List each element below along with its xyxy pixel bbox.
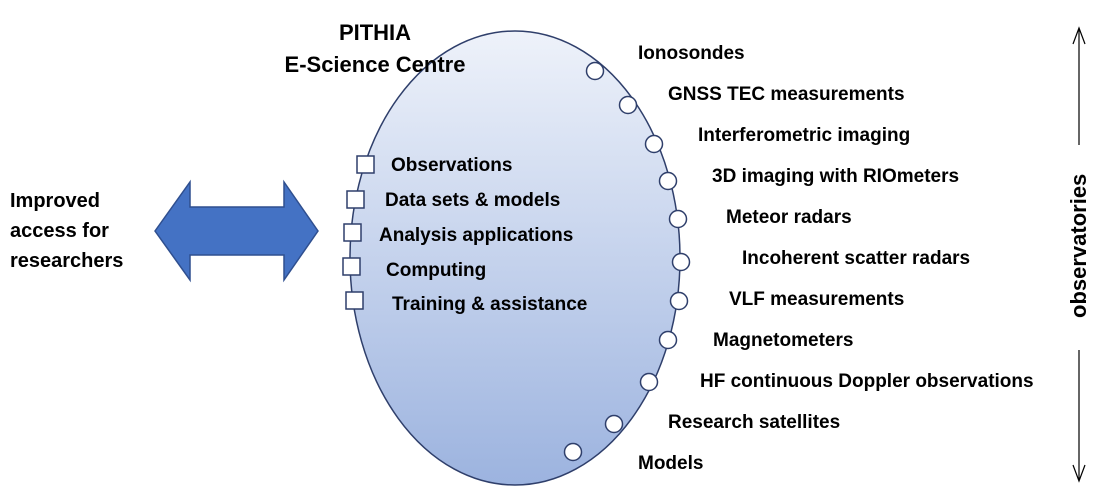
observatory-marker-hf-doppler xyxy=(639,372,659,392)
service-square-computing xyxy=(342,257,361,276)
observatory-label-interferometric: Interferometric imaging xyxy=(698,125,911,146)
title-line-1: PITHIA xyxy=(338,20,412,45)
observatory-marker-gnss xyxy=(618,95,638,115)
observatory-marker-riometers xyxy=(658,171,678,191)
service-square-data-sets xyxy=(346,190,365,209)
observatory-marker-vlf xyxy=(669,291,689,311)
researchers-access-text: Improved access for researchers xyxy=(10,190,124,272)
service-label-computing: Computing xyxy=(386,260,487,281)
service-square-training xyxy=(345,291,364,310)
observatory-marker-meteor xyxy=(668,209,688,229)
service-label-observations: Observations xyxy=(391,155,513,176)
observatory-label-satellites: Research satellites xyxy=(668,412,841,433)
observatory-label-vlf: VLF measurements xyxy=(729,289,905,310)
observatories-axis-label: observatories xyxy=(1066,173,1091,318)
observatory-label-incoherent: Incoherent scatter radars xyxy=(742,248,971,269)
service-square-analysis xyxy=(343,223,362,242)
observatory-label-meteor: Meteor radars xyxy=(726,207,852,228)
observatory-label-models: Models xyxy=(638,453,704,474)
observatory-label-ionosondes: Ionosondes xyxy=(638,43,745,64)
service-label-data-sets: Data sets & models xyxy=(385,190,561,211)
service-label-training: Training & assistance xyxy=(392,294,588,315)
title-line-2: E-Science Centre xyxy=(284,52,466,77)
service-square-observations xyxy=(356,155,375,174)
observatory-label-gnss: GNSS TEC measurements xyxy=(668,84,905,105)
axis-arrowhead-down xyxy=(1072,464,1086,483)
observatory-marker-satellites xyxy=(604,414,624,434)
observatory-label-riometers: 3D imaging with RIOmeters xyxy=(712,166,960,187)
axis-arrowhead-up xyxy=(1072,26,1086,45)
observatory-marker-interferometric xyxy=(644,134,664,154)
access-double-arrow xyxy=(154,179,319,283)
observatory-label-hf-doppler: HF continuous Doppler observations xyxy=(700,371,1034,392)
observatory-marker-magnetometers xyxy=(658,330,678,350)
observatory-marker-ionosondes xyxy=(585,61,605,81)
service-label-analysis: Analysis applications xyxy=(379,225,574,246)
observatory-marker-incoherent xyxy=(671,252,691,272)
observatory-label-magnetometers: Magnetometers xyxy=(713,330,854,351)
observatory-marker-models xyxy=(563,442,583,462)
